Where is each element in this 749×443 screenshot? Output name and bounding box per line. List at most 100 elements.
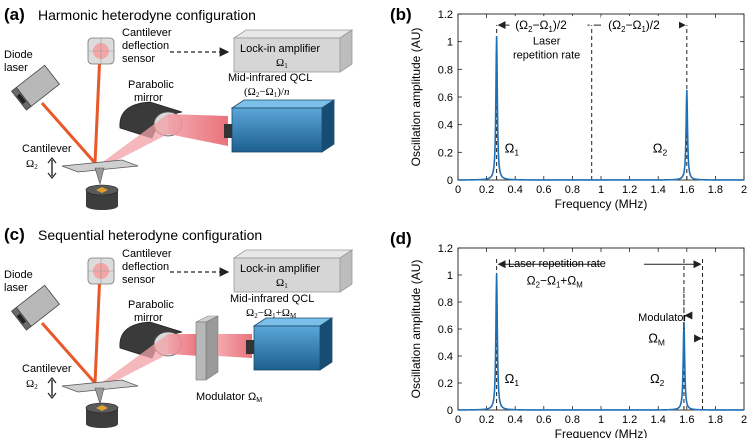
- y-tick-label: 0.4: [438, 351, 453, 363]
- x-tick-label: 2: [741, 184, 747, 196]
- cantilever-c-freq: Ω2: [26, 378, 38, 391]
- peak-label: Ω1: [505, 140, 520, 157]
- diode-laser: [11, 64, 61, 111]
- rep-rate-label: Laser repetition rate: [508, 258, 606, 270]
- x-tick-label: 1.2: [622, 414, 637, 426]
- diode-laser-label-1: Diode: [4, 49, 33, 61]
- modulator-label: Modulator: [638, 312, 687, 324]
- ir-beam-c: [168, 334, 200, 356]
- cantilever-c: [61, 379, 139, 406]
- y-tick-label: 1.2: [438, 243, 453, 255]
- cantilever-c-label: Cantilever: [22, 363, 72, 375]
- lockin-c-label: Lock-in amplifier: [240, 263, 320, 275]
- rep-rate-label-1: Laser: [533, 35, 561, 47]
- ir-beam-focus: [100, 114, 168, 166]
- x-tick-label: 0.6: [536, 184, 551, 196]
- laser-beam-out: [93, 51, 102, 164]
- diode-laser-c-label-1: Diode: [4, 269, 33, 281]
- x-tick-label: 1.6: [679, 184, 694, 196]
- modulator-label: Modulator ΩM: [196, 391, 262, 404]
- x-tick-label: 1: [598, 414, 604, 426]
- x-tick-label: 0.2: [479, 414, 494, 426]
- qcl-c-freq: Ω2−Ω1+ΩM: [246, 307, 297, 320]
- x-tick-label: 0.4: [508, 414, 523, 426]
- x-tick-label: 1.8: [708, 184, 723, 196]
- sensor-label-2: deflection: [122, 40, 169, 52]
- peak-label: Ω2: [653, 140, 668, 157]
- y-tick-label: 0.2: [438, 378, 453, 390]
- panel-a: (a) Harmonic heterodyne configuration Di…: [4, 5, 354, 210]
- parabolic-label-2: mirror: [134, 92, 163, 104]
- x-tick-label: 1: [598, 184, 604, 196]
- qcl-c-label: Mid-infrared QCL: [230, 293, 314, 305]
- y-tick-label: 0.4: [438, 120, 453, 132]
- y-tick-label: 0.2: [438, 147, 453, 159]
- y-tick-label: 0: [447, 175, 453, 187]
- x-tick-label: 1.4: [651, 414, 666, 426]
- lockin-label: Lock-in amplifier: [240, 43, 320, 55]
- deflection-sensor: [87, 37, 115, 65]
- laser-beam-in-c: [40, 322, 97, 384]
- spectrum-line: [458, 36, 744, 181]
- span-label-bg: [509, 16, 588, 33]
- modulator-freq: ΩM: [648, 331, 665, 348]
- diode-laser-c-label-2: laser: [4, 282, 28, 294]
- x-axis-label: Frequency (MHz): [555, 197, 648, 211]
- modulator: [195, 315, 219, 381]
- y-axis-label: Oscillation amplitude (AU): [409, 260, 423, 399]
- panel-d-label: (d): [390, 229, 412, 248]
- laser-beam-in: [40, 102, 97, 164]
- y-tick-label: 1: [447, 37, 453, 49]
- span-label-left: (Ω2−Ω1)/2: [515, 18, 567, 34]
- sensor-label-3: sensor: [122, 53, 155, 65]
- panel-c-title: Sequential heterodyne configuration: [38, 227, 262, 243]
- ir-beam: [168, 114, 228, 146]
- sensor-c-label-3: sensor: [122, 274, 155, 286]
- parabolic-label-1: Parabolic: [128, 79, 174, 91]
- x-tick-label: 0.6: [536, 414, 551, 426]
- parabolic-c-label-2: mirror: [134, 312, 163, 324]
- panel-a-label: (a): [4, 5, 25, 24]
- cantilever-label: Cantilever: [22, 143, 72, 155]
- y-tick-label: 0: [447, 405, 453, 417]
- panel-a-title: Harmonic heterodyne configuration: [38, 7, 256, 23]
- x-tick-label: 2: [741, 414, 747, 426]
- panel-c-label: (c): [4, 225, 25, 244]
- plot-frame: [457, 13, 745, 181]
- plot-frame: [457, 247, 745, 411]
- qcl-laser: [224, 99, 336, 153]
- laser-beam-out-c: [93, 271, 102, 384]
- y-tick-label: 1: [447, 270, 453, 282]
- y-axis-label: Oscillation amplitude (AU): [409, 28, 423, 167]
- lockin-amplifier: Lock-in amplifier Ω1: [232, 29, 354, 73]
- rep-rate-formula: Ω2−Ω1+ΩM: [527, 273, 583, 289]
- spectrum-line: [458, 273, 744, 411]
- x-tick-label: 1.6: [679, 414, 694, 426]
- panel-b-label: (b): [390, 5, 412, 24]
- deflection-sensor-c: [87, 257, 115, 285]
- x-tick-label: 0.4: [508, 184, 523, 196]
- cantilever: [61, 159, 139, 186]
- diode-laser-c: [11, 284, 61, 331]
- peak-label: Ω1: [505, 371, 520, 388]
- y-tick-label: 0.8: [438, 64, 453, 76]
- peak-label: Ω2: [650, 371, 665, 388]
- x-tick-label: 1.8: [708, 414, 723, 426]
- x-tick-label: 0.8: [565, 414, 580, 426]
- ir-beam-c2: [218, 334, 252, 358]
- cantilever-freq: Ω2: [26, 158, 38, 171]
- diode-laser-label-2: laser: [4, 62, 28, 74]
- panel-c: (c) Sequential heterodyne configuration …: [4, 225, 354, 428]
- y-tick-label: 0.8: [438, 297, 453, 309]
- sensor-label-1: Cantilever: [122, 27, 172, 39]
- lockin-amplifier-c: Lock-in amplifier Ω1: [232, 249, 354, 293]
- x-tick-label: 0: [455, 414, 461, 426]
- x-tick-label: 0.2: [479, 184, 494, 196]
- sensor-c-label-2: deflection: [122, 261, 169, 273]
- x-tick-label: 1.4: [651, 184, 666, 196]
- x-axis-label: Frequency (MHz): [555, 427, 648, 438]
- y-tick-label: 1.2: [438, 9, 453, 21]
